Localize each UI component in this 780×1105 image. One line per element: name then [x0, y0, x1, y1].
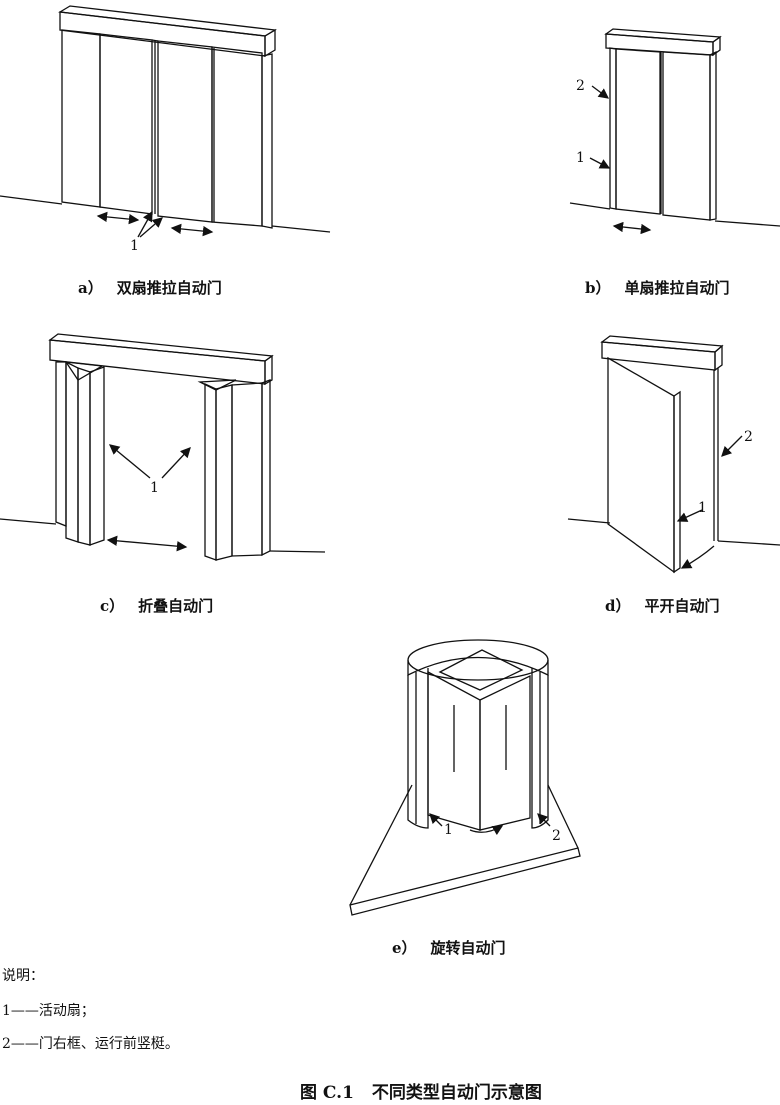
caption-a: a） 双扇推拉自动门 — [78, 277, 222, 298]
callout-c-1: 1 — [150, 480, 159, 496]
caption-a-label: a） — [78, 279, 103, 297]
caption-e: e） 旋转自动门 — [392, 937, 506, 958]
callout-d-2: 2 — [744, 429, 753, 445]
callout-d-1: 1 — [698, 500, 707, 516]
caption-d-label: d） — [605, 597, 631, 615]
legend-item-2: 2——门右框、运行前竖梃。 — [2, 1036, 179, 1052]
caption-d-text: 平开自动门 — [644, 597, 720, 615]
caption-e-label: e） — [392, 939, 417, 957]
caption-b: b） 单扇推拉自动门 — [585, 277, 730, 298]
door-a-double-sliding — [0, 5, 331, 238]
door-d-swing — [567, 335, 780, 574]
caption-c-text: 折叠自动门 — [138, 597, 214, 615]
caption-c: c） 折叠自动门 — [100, 595, 213, 616]
caption-b-text: 单扇推拉自动门 — [624, 279, 730, 297]
door-c-folding — [0, 333, 326, 561]
callout-b-1: 1 — [576, 150, 585, 166]
callout-b-2: 2 — [576, 78, 585, 94]
caption-b-label: b） — [585, 279, 611, 297]
figure-title-text: 不同类型自动门示意图 — [371, 1083, 542, 1103]
caption-e-text: 旋转自动门 — [430, 939, 506, 957]
callout-e-2: 2 — [552, 828, 561, 844]
legend-item-1: 1——活动扇； — [2, 1003, 95, 1019]
callout-a-1: 1 — [130, 238, 139, 254]
legend-heading: 说明： — [2, 968, 44, 984]
caption-c-label: c） — [100, 597, 125, 615]
figure-number: 图 C.1 — [300, 1083, 354, 1103]
caption-d: d） 平开自动门 — [605, 595, 720, 616]
door-b-single-sliding — [569, 28, 780, 235]
figure-title: 图 C.1 不同类型自动门示意图 — [300, 1078, 542, 1103]
caption-a-text: 双扇推拉自动门 — [116, 279, 222, 297]
callout-e-1: 1 — [444, 822, 453, 838]
door-e-revolving — [349, 639, 581, 916]
